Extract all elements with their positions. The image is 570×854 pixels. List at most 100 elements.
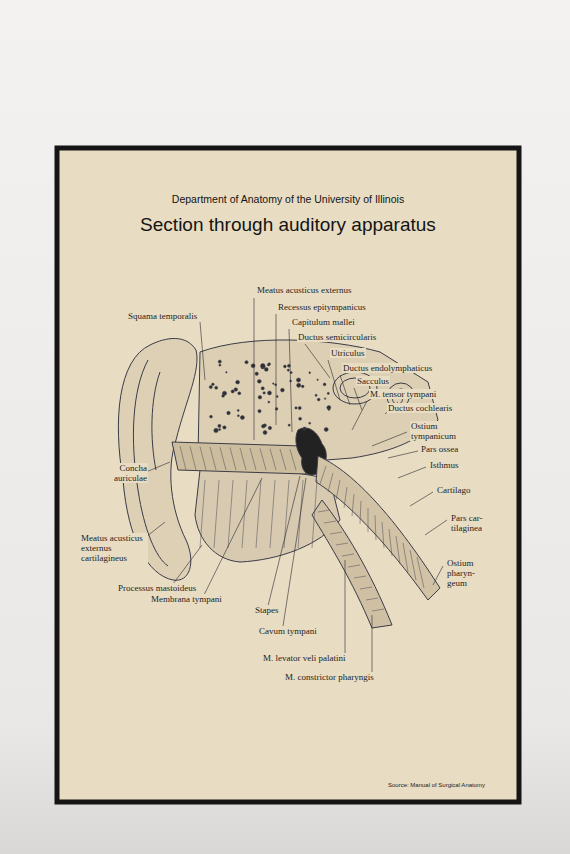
- bone-dot: [328, 408, 330, 410]
- part-label: Ostium tympanicum: [410, 421, 464, 441]
- bone-dot: [262, 424, 266, 428]
- leader-line: [289, 329, 292, 432]
- hatch-line: [240, 448, 246, 470]
- bone-dot: [218, 360, 221, 363]
- hatch-line: [270, 449, 276, 470]
- bone-dot: [258, 396, 262, 400]
- bone-dot: [240, 416, 244, 420]
- bone-dot: [323, 383, 326, 386]
- hatch-line: [410, 550, 416, 580]
- bone-dot: [215, 386, 218, 389]
- hatch-line: [324, 521, 336, 523]
- part-label: M. constrictor pharyngis: [284, 672, 375, 682]
- bone-dot: [324, 398, 326, 400]
- bone-dot: [236, 380, 240, 384]
- hatch-line: [214, 480, 219, 548]
- hatch-line: [330, 532, 342, 534]
- leader-lines: [132, 298, 447, 672]
- bone-dot: [255, 372, 258, 375]
- leader-line: [254, 298, 255, 440]
- hatch-line: [336, 480, 340, 500]
- bone-dot: [299, 417, 302, 420]
- hatch-line: [290, 449, 296, 470]
- part-label: Concha auriculae: [98, 463, 148, 483]
- bone-dot: [303, 427, 306, 430]
- hatch-line: [372, 609, 384, 611]
- leader-line: [146, 462, 170, 472]
- hatch-line: [180, 446, 186, 470]
- hatch-line: [270, 480, 275, 548]
- part-label: Ductus cochlearis: [387, 403, 453, 413]
- part-label: M. tensor tympani: [369, 389, 437, 399]
- hatch-line: [280, 449, 286, 470]
- ear-canal: [172, 442, 306, 474]
- hatch-line: [375, 515, 376, 540]
- bone-dot: [309, 422, 311, 424]
- leader-line: [170, 545, 202, 588]
- part-label: Pars car- tilaginea: [450, 513, 490, 533]
- leader-line: [202, 478, 262, 599]
- part-label: Isthmus: [429, 460, 460, 470]
- poster-title: Section through auditory apparatus: [140, 214, 436, 236]
- hatch-line: [348, 565, 360, 567]
- hatch-line: [242, 480, 247, 548]
- bone-dot: [263, 431, 267, 435]
- leader-line: [425, 520, 447, 535]
- bone-dot: [231, 390, 234, 393]
- bone-dot: [309, 372, 311, 374]
- leader-line: [372, 432, 407, 446]
- hatch-line: [210, 447, 216, 470]
- hatch-line: [366, 598, 378, 600]
- leader-line: [268, 476, 300, 606]
- bone-dot: [261, 387, 264, 390]
- leader-line: [328, 360, 340, 400]
- bone-dot: [267, 364, 270, 367]
- bone-dot: [327, 406, 331, 410]
- part-label: Utriculus: [330, 348, 366, 358]
- hatch-line: [354, 576, 366, 578]
- hatch-line: [403, 543, 408, 572]
- bone-dot: [268, 426, 271, 429]
- bone-dot: [275, 408, 278, 411]
- bone-dot: [288, 424, 290, 426]
- hatch-line: [320, 466, 326, 484]
- part-label: Pars ossea: [420, 444, 459, 454]
- bone-dot: [275, 384, 277, 386]
- bone-dot: [258, 409, 261, 412]
- bone-dot: [251, 364, 255, 368]
- part-label: Cavum tympani: [258, 626, 318, 636]
- leader-line: [410, 492, 433, 506]
- hatch-line: [417, 557, 424, 588]
- leader-line: [372, 615, 373, 672]
- bone-dot: [212, 383, 215, 386]
- leader-line: [388, 451, 418, 458]
- part-label: Ostium pharyn- geum: [446, 558, 486, 588]
- bone-dot: [261, 365, 265, 369]
- hatch-line: [344, 487, 347, 508]
- hatch-line: [328, 473, 333, 492]
- leader-line: [200, 322, 205, 380]
- leader-line: [305, 344, 330, 378]
- bone-dot: [227, 411, 231, 415]
- bone-dot: [263, 392, 265, 394]
- part-label: Stapes: [254, 605, 280, 615]
- bone-dot: [327, 392, 329, 394]
- bone-dot: [209, 385, 212, 388]
- bone-dot: [295, 407, 297, 409]
- antihelix: [152, 372, 160, 470]
- bone-dot: [317, 379, 319, 381]
- bone-dot: [276, 396, 278, 398]
- bone-dot: [324, 428, 328, 432]
- leader-line: [354, 388, 362, 410]
- hatch-line: [389, 529, 392, 556]
- bone-dot: [273, 383, 275, 385]
- part-label: Cartilago: [436, 485, 472, 495]
- bone-dot: [301, 385, 304, 388]
- source-note: Source: Manual of Surgical Anatomy: [388, 782, 485, 788]
- part-label: Meatus acusticus externus: [256, 285, 352, 295]
- bone-dot: [268, 401, 270, 403]
- hatch-line: [336, 543, 348, 545]
- bone-dot: [214, 428, 218, 432]
